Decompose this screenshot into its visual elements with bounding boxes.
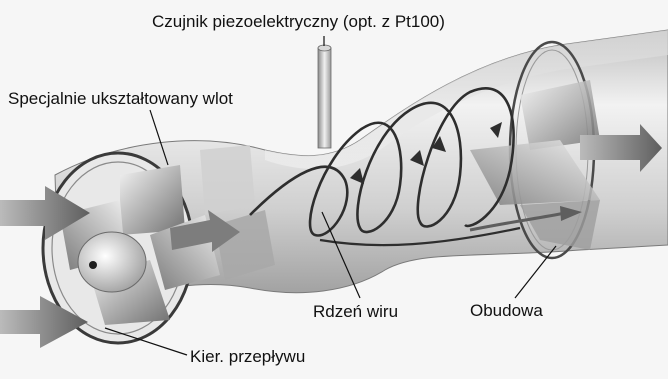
flow-direction-label: Kier. przepływu [190, 348, 305, 365]
piezo-sensor-rod [318, 45, 331, 148]
inlet-label: Specjalnie ukształtowany wlot [8, 90, 233, 107]
sensor-label: Czujnik piezoelektryczny (opt. z Pt100) [152, 13, 445, 30]
housing-label: Obudowa [470, 302, 543, 319]
inlet-hub [78, 232, 146, 292]
vortex-core-label: Rdzeń wiru [313, 303, 398, 320]
